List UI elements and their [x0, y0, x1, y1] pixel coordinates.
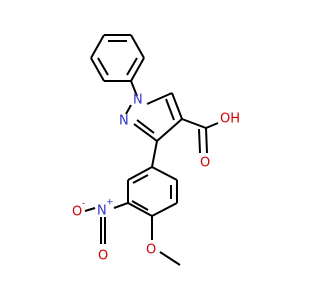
atom-o-nitro: O — [98, 249, 108, 264]
pyrazole-ring — [125, 92, 183, 142]
bond-phenyl-n1 — [130, 80, 138, 97]
nitrophenyl-ring — [127, 166, 178, 217]
charge-n-nitro: + — [106, 198, 114, 208]
phenyl-ring — [90, 34, 145, 82]
atom-n-nitro: N — [97, 204, 107, 219]
atom-o-methoxy: O — [146, 243, 156, 258]
bond-pyrazole-nitrophenyl — [151, 140, 158, 168]
atom-oh: OH — [220, 112, 240, 127]
atom-n2: N — [119, 114, 129, 129]
atom-o-carbonyl: O — [200, 156, 210, 171]
carboxylic-acid-group — [181, 118, 219, 154]
charge-o-nitro-minus: - — [82, 199, 85, 209]
chemical-structure-diagram: N N OH O N + O - O O — [72, 34, 240, 266]
methoxy-group — [151, 216, 181, 266]
atom-n1: N — [133, 93, 143, 108]
atom-o-nitro-minus: O — [72, 205, 82, 220]
nitro-group — [84, 202, 129, 244]
